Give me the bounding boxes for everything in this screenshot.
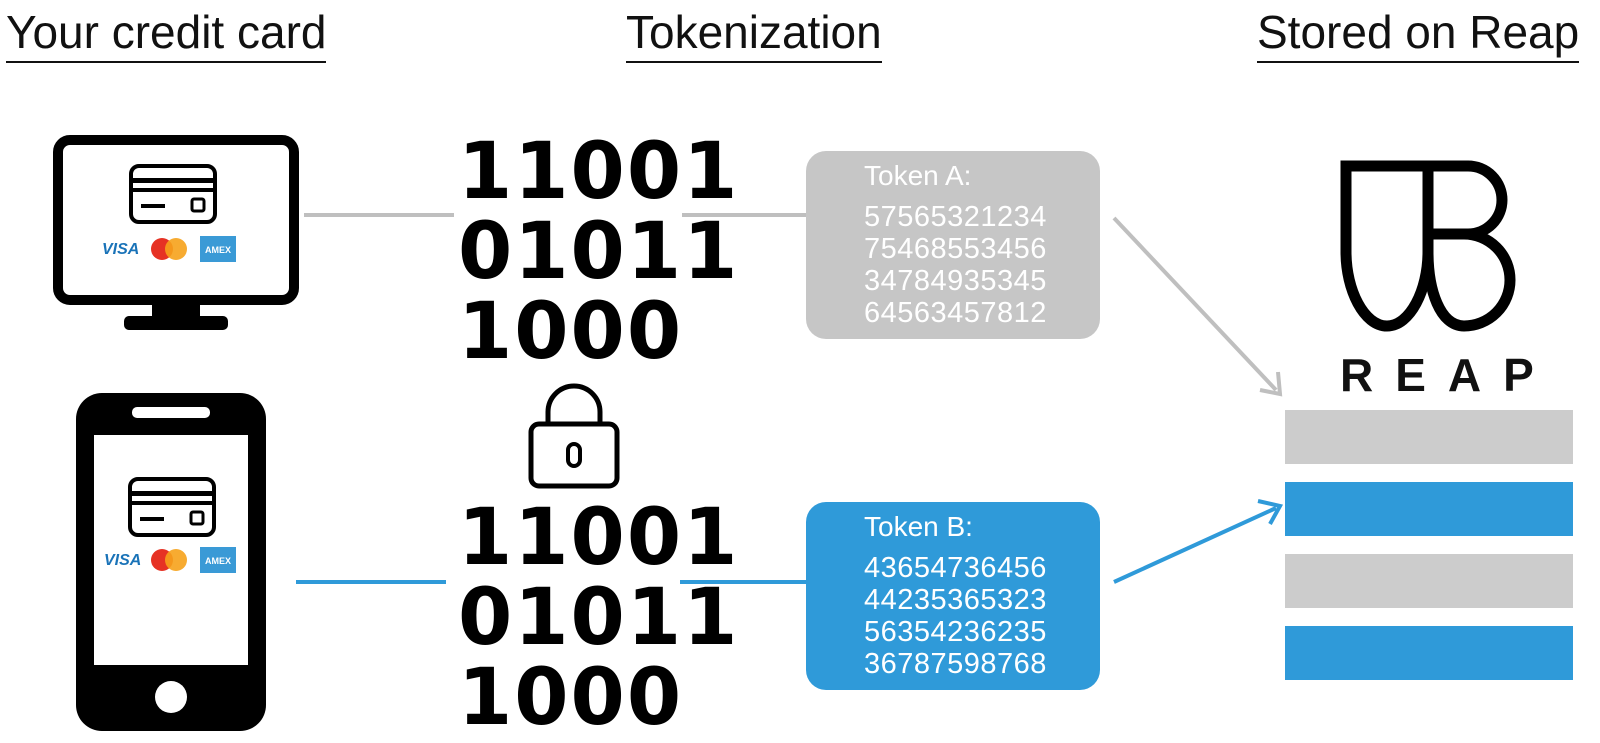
credit-card-icon [129, 164, 217, 224]
binary-row: 1000 [458, 653, 684, 743]
monitor-icon: VISA AMEX [53, 135, 299, 330]
token-b-title: Token B: [864, 511, 973, 542]
reap-wordmark: REAP [1340, 349, 1556, 401]
connector-binary-to-token-b [680, 580, 806, 584]
arrow-token-b-to-storage [1113, 499, 1284, 584]
connector-binary-to-token-a [682, 213, 806, 217]
storage-row [1285, 626, 1573, 680]
token-b-number: 43654736456 [864, 552, 1047, 584]
amex-logo: AMEX [205, 556, 231, 566]
token-b-number: 44235365323 [864, 584, 1047, 616]
storage-row [1285, 410, 1573, 464]
heading-your-credit-card: Your credit card [6, 4, 327, 63]
token-a-number: 75468553456 [864, 233, 1047, 265]
connector-monitor-to-binary [304, 213, 454, 217]
credit-card-icon [128, 477, 216, 537]
token-b-box: Token B: 43654736456 44235365323 5635423… [806, 502, 1100, 690]
amex-logo: AMEX [205, 245, 231, 255]
token-a-box: Token A: 57565321234 75468553456 3478493… [806, 151, 1100, 339]
padlock-icon [528, 383, 620, 489]
heading-tokenization: Tokenization [626, 4, 882, 63]
token-b-number: 36787598768 [864, 648, 1047, 680]
arrow-token-a-to-storage [1112, 216, 1283, 397]
visa-logo: VISA [104, 552, 141, 569]
reap-logo-icon [1340, 160, 1516, 332]
token-a-number: 64563457812 [864, 297, 1047, 329]
smartphone-icon: VISA AMEX [76, 393, 266, 731]
mastercard-icon [151, 238, 187, 260]
token-a-number: 57565321234 [864, 201, 1047, 233]
heading-stored-on-reap: Stored on Reap [1257, 4, 1580, 63]
visa-logo: VISA [102, 241, 139, 258]
token-a-number: 34784935345 [864, 265, 1047, 297]
binary-row: 1000 [458, 287, 684, 377]
storage-row [1285, 482, 1573, 536]
mastercard-icon [151, 549, 187, 571]
connector-phone-to-binary [296, 580, 446, 584]
token-a-title: Token A: [864, 160, 972, 191]
token-b-number: 56354236235 [864, 616, 1047, 648]
storage-row [1285, 554, 1573, 608]
